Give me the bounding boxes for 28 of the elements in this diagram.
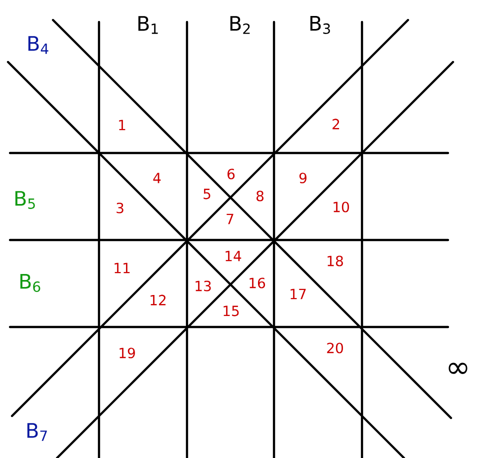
region-number: 11 (114, 262, 130, 274)
line-label: B$_{6}$ (20, 274, 40, 292)
line-label: B$_{2}$ (230, 16, 250, 34)
region-number: 7 (226, 214, 234, 224)
line-label: B$_{3}$ (310, 16, 330, 34)
region-number: 8 (256, 190, 264, 202)
region-number: 14 (226, 250, 242, 262)
region-number: 6 (228, 168, 235, 180)
region-number: 10 (334, 202, 349, 212)
region-number: 1 (119, 120, 126, 130)
infinity-symbol: ∞ (448, 362, 468, 374)
region-number: 12 (150, 294, 166, 306)
region-number: 5 (204, 188, 210, 200)
region-number: 18 (328, 256, 343, 266)
region-number: 2 (332, 118, 340, 130)
line-label: B$_{7}$ (27, 423, 47, 441)
line-label: B$_{1}$ (138, 16, 158, 34)
region-number: 9 (299, 172, 306, 184)
line-label: B$_{4}$ (28, 36, 48, 54)
region-number: 15 (224, 306, 239, 316)
line-label: B$_{5}$ (15, 191, 35, 209)
region-number: 20 (327, 342, 343, 354)
region-number: 13 (196, 280, 211, 292)
region-number: 19 (120, 348, 135, 358)
region-number: 4 (153, 172, 161, 184)
region-number: 3 (116, 202, 124, 214)
region-number: 17 (290, 288, 306, 300)
region-number: 16 (250, 278, 266, 288)
